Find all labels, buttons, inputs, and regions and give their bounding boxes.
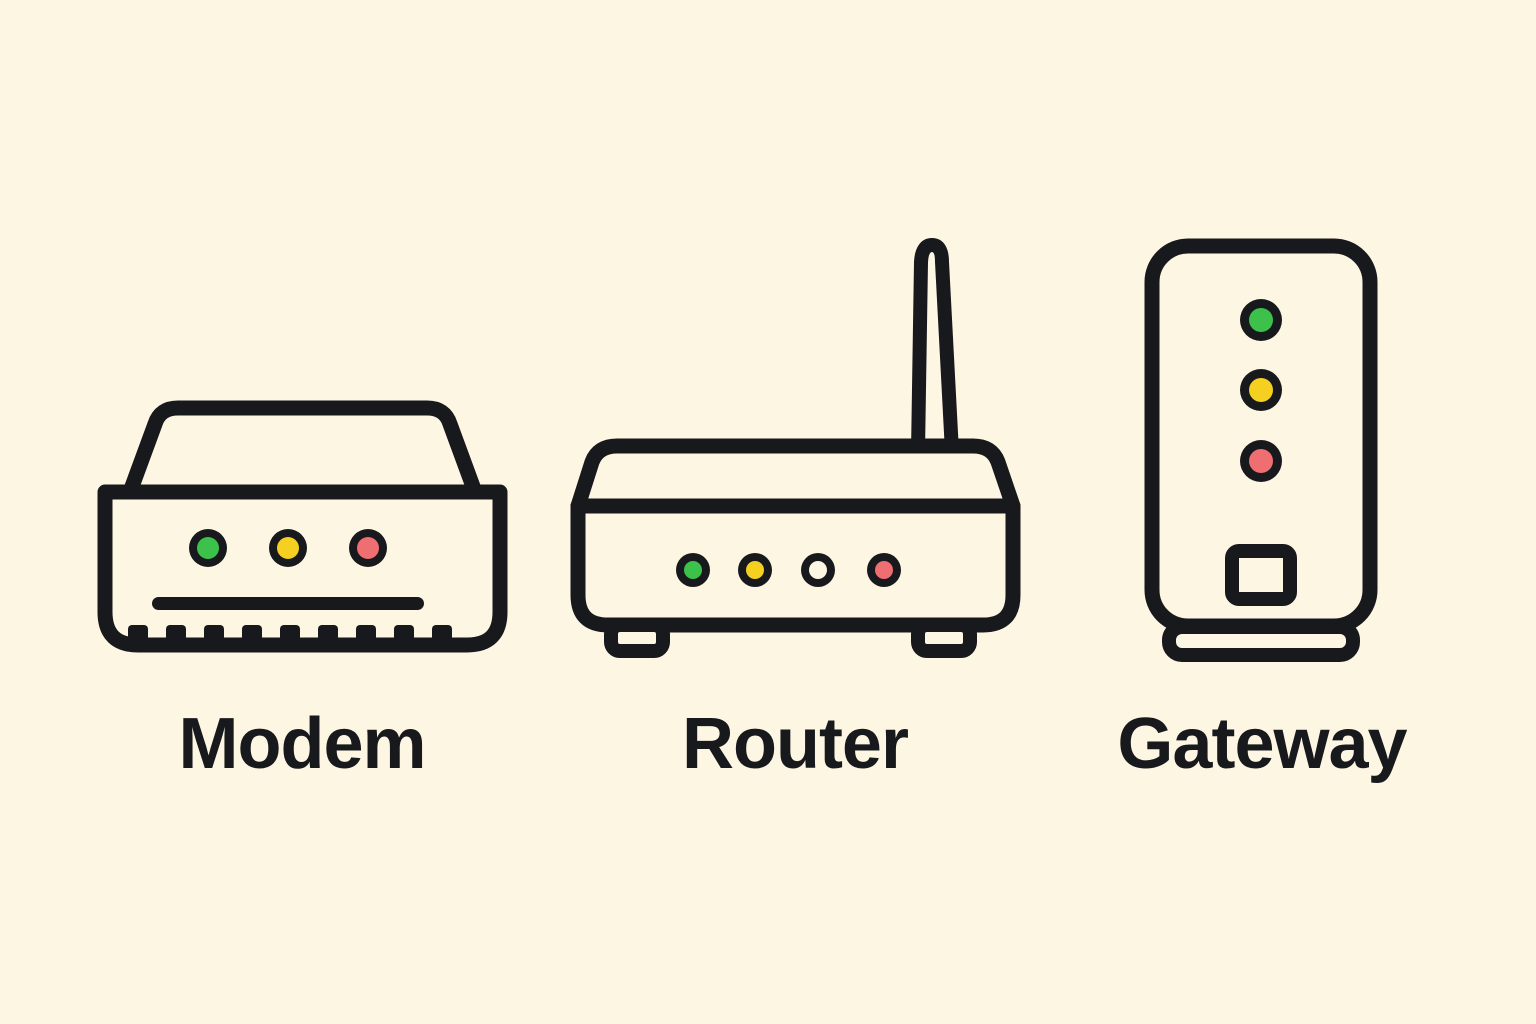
modem-body [97,484,508,653]
router-foot-right [911,618,977,658]
router-led-row [676,553,901,587]
modem-led-row [189,529,387,567]
modem-label: Modem [179,704,426,784]
gateway-led-power[interactable] [1240,299,1282,341]
router-foot-left [604,618,670,658]
modem-icon[interactable]: Modem [97,400,508,784]
modem-led-online[interactable] [349,529,387,567]
modem-top-shell [122,400,483,500]
gateway-led-internet[interactable] [1240,369,1282,411]
router-body [570,498,1021,633]
modem-slot [152,597,424,610]
gateway-label: Gateway [1117,704,1407,784]
router-top-shell [570,438,1021,514]
router-led-power[interactable] [676,553,710,587]
router-label: Router [682,704,908,784]
gateway-led-column [1240,299,1282,482]
router-led-wifi[interactable] [801,553,835,587]
router-icon[interactable]: Router [570,238,1021,784]
gateway-stand [1162,620,1360,662]
modem-led-power[interactable] [189,529,227,567]
modem-vents [128,625,452,647]
gateway-port[interactable] [1225,544,1297,606]
gateway-icon[interactable]: Gateway [1117,238,1409,784]
router-led-internet[interactable] [738,553,772,587]
gateway-led-status[interactable] [1240,440,1282,482]
modem-led-downstream[interactable] [269,529,307,567]
router-antenna [911,238,959,459]
router-led-wan[interactable] [867,553,901,587]
